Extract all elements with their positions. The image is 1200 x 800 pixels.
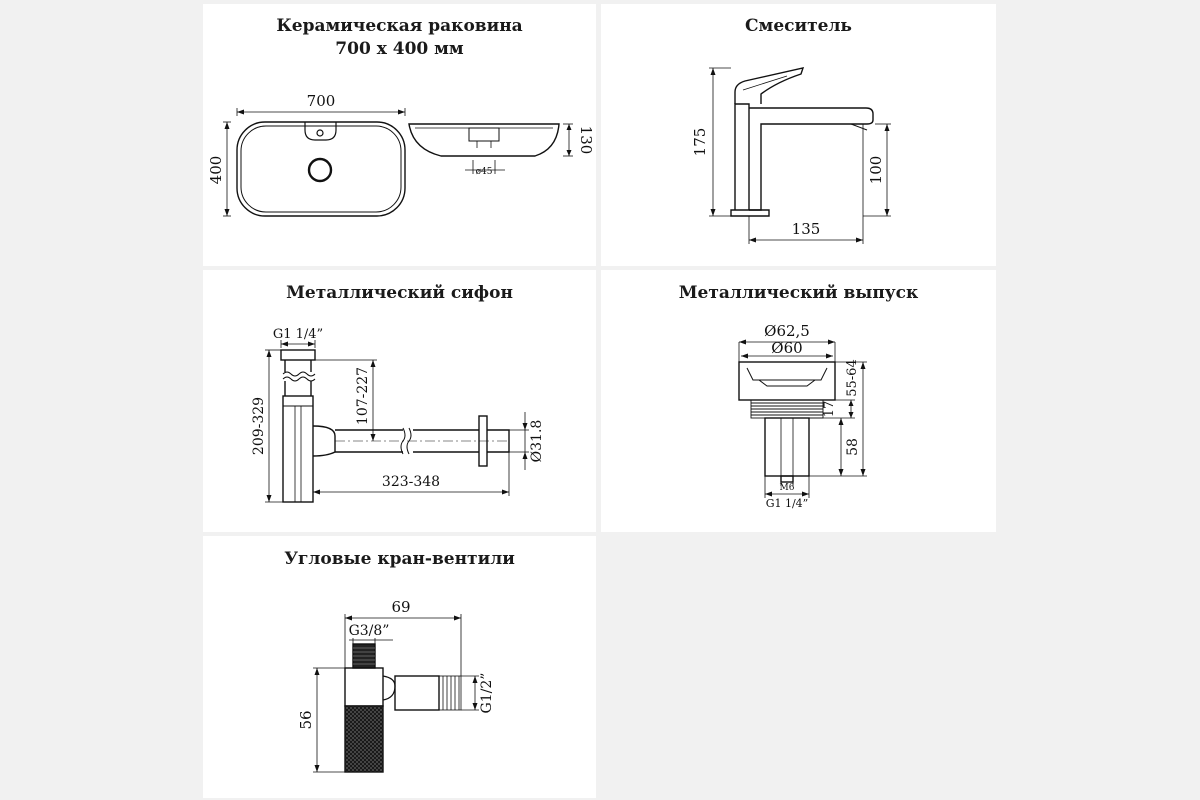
- siphon-dim-height-range: 209-329: [251, 397, 267, 455]
- sink-dim-height: 400: [207, 156, 225, 185]
- drain-dim-bolt: M6: [780, 483, 795, 493]
- siphon-dim-thread: G1 1/4”: [273, 327, 323, 342]
- valve-handle: [344, 705, 384, 773]
- sink-dim-depth: 130: [577, 126, 595, 155]
- siphon-title: Металлический сифон: [286, 283, 513, 303]
- panel-sink: Керамическая раковина 700 x 400 мм: [203, 4, 596, 266]
- drain-dim-collar: 17: [822, 401, 837, 418]
- panel-siphon: Металлический сифон: [203, 270, 596, 532]
- sink-title-line1: Керамическая раковина: [276, 16, 523, 36]
- mixer-spout: [749, 107, 874, 211]
- valve-dim-side-thread: G1/2”: [479, 673, 495, 714]
- mixer-drawing: 175 100 135: [691, 67, 891, 244]
- siphon-drawing: G1 1/4” 209-329 107-227 323-348 Ø31.8: [251, 327, 545, 503]
- mixer-base: [730, 209, 770, 217]
- drain-thread: [750, 399, 824, 419]
- valve-drawing: 69 G3/8” 56 G1/2”: [297, 598, 495, 773]
- sink-drain-hole: [307, 157, 333, 183]
- panel-valve: Угловые кран-вентили: [203, 536, 596, 798]
- drain-dim-body: 58: [845, 438, 861, 456]
- panel-empty: [601, 536, 996, 798]
- panel-drain: Металлический выпуск: [601, 270, 996, 532]
- mixer-dim-reach: 135: [792, 220, 821, 238]
- drain-drawing: Ø62,5 Ø60 55-64 17 58 M6 G1 1/4”: [738, 322, 867, 510]
- drain-dim-thread: G1 1/4”: [766, 497, 809, 510]
- drain-dim-outer: Ø62,5: [764, 322, 810, 340]
- siphon-dim-pipe: Ø31.8: [529, 420, 545, 463]
- panel-mixer: Смеситель: [601, 4, 996, 266]
- valve-side-pipe: [394, 675, 440, 711]
- mixer-title: Смеситель: [745, 16, 852, 36]
- siphon-bottle: [282, 395, 314, 503]
- siphon-top-nut: [280, 349, 316, 361]
- valve-side-thread: [438, 675, 462, 711]
- sink-top-view: [236, 121, 406, 217]
- siphon-dim-inner-range: 107-227: [355, 367, 371, 425]
- sink-title-line2: 700 x 400 мм: [335, 39, 464, 59]
- mixer-dim-spout-height: 100: [867, 156, 885, 185]
- sink-dim-width: 700: [307, 92, 336, 110]
- valve-dim-width: 69: [391, 598, 410, 616]
- siphon-pipe: [335, 429, 403, 453]
- mixer-dim-height: 175: [691, 128, 709, 157]
- valve-body: [344, 667, 384, 707]
- drain-body: [764, 417, 810, 477]
- mixer-body: [734, 103, 750, 210]
- sink-drawing: 700 400 130 ø45: [207, 92, 595, 217]
- valve-dim-height: 56: [297, 710, 315, 729]
- drain-title: Металлический выпуск: [678, 283, 919, 303]
- drain-cap: [738, 361, 836, 401]
- sink-side-view: [408, 123, 560, 157]
- valve-top-thread: [352, 643, 376, 669]
- mixer-lever: [734, 67, 805, 104]
- valve-dim-top-thread: G3/8”: [349, 623, 390, 639]
- sink-dim-drain: ø45: [476, 167, 493, 177]
- siphon-dim-length-range: 323-348: [382, 474, 440, 490]
- siphon-elbow: [312, 425, 336, 457]
- valve-title: Угловые кран-вентили: [284, 549, 515, 569]
- drain-dim-inner: Ø60: [771, 339, 802, 357]
- drain-dim-total: 55-64: [845, 359, 860, 396]
